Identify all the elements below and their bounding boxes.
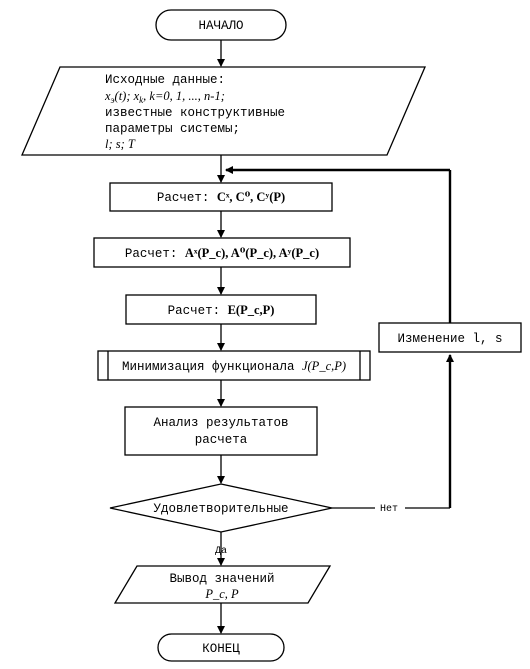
output-line-2: P_c, P xyxy=(204,587,239,601)
analysis-line-1: Анализ результатов xyxy=(153,416,288,430)
calc-c-block xyxy=(109,182,333,212)
calc-e-label: Расчет: E(P_c,P) xyxy=(168,303,275,318)
output-block xyxy=(113,565,332,604)
input-line-5: l; s; T xyxy=(105,137,136,151)
calc-c-label: Расчет: Cˣ, C⁰, Cʸ(P) xyxy=(157,190,285,205)
change-params-label: Изменение l, s xyxy=(397,332,502,346)
change-params-block xyxy=(378,322,522,353)
end-terminator xyxy=(157,633,285,662)
input-line-4: параметры системы; xyxy=(105,122,240,136)
end-label: КОНЕЦ xyxy=(202,642,240,656)
calc-a-block xyxy=(93,237,351,268)
decision-no-label: Нет xyxy=(380,504,398,515)
input-line-1: Исходные данные: xyxy=(105,73,225,87)
calc-a-label: Расчет: Aˣ(P_c), A⁰(P_c), Aʸ(P_c) xyxy=(125,246,319,261)
output-line-1: Вывод значений xyxy=(169,572,274,586)
input-line-2: xэ(t); xk, k=0, 1, ..., n-1; xyxy=(104,89,225,105)
input-line-3: известные конструктивные xyxy=(105,106,285,120)
decision-label: Удовлетворительные xyxy=(153,502,288,516)
minimization-block xyxy=(97,350,371,381)
start-label: НАЧАЛО xyxy=(198,19,243,33)
calc-e-block xyxy=(125,294,317,325)
analysis-block xyxy=(124,406,318,456)
minimization-label: Минимизация функционала J(P_c,P) xyxy=(122,359,346,374)
decision-yes-label: Да xyxy=(215,546,227,557)
analysis-line-2: расчета xyxy=(195,433,248,447)
input-data-block xyxy=(21,66,426,156)
